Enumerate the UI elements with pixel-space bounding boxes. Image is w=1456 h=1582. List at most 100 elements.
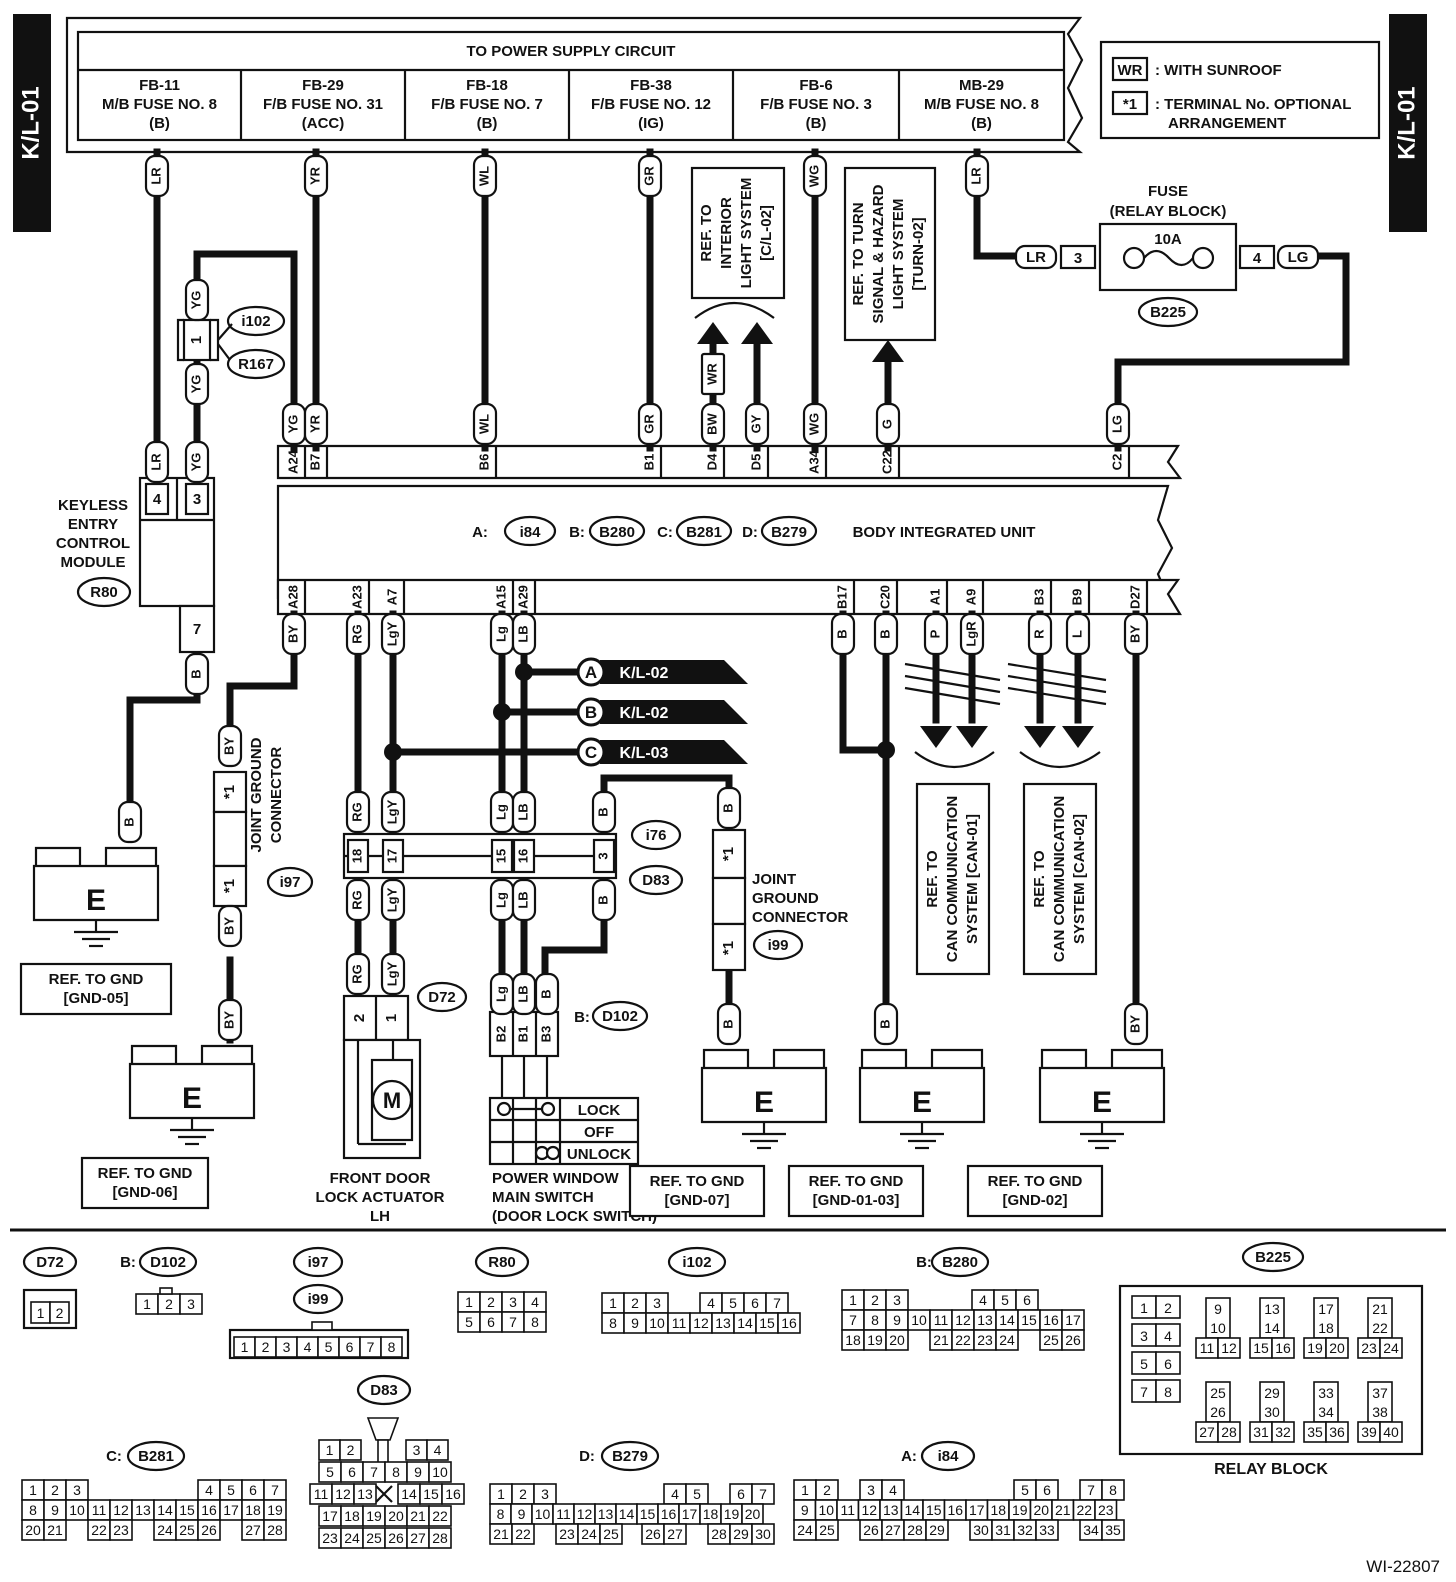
wire-biu-bot-10-text: L [1069, 630, 1084, 638]
conn-view-i102-pin-7: 7 [773, 1295, 781, 1311]
wire-i76-bot-0-text: RG [349, 890, 364, 910]
wire-jgc2-top: B [716, 786, 742, 830]
conn-view-d83-pin-11: 11 [314, 1486, 329, 1502]
conn-view-d72-pin-1: 1 [37, 1305, 45, 1321]
conn-view-i84-pin-3: 3 [867, 1482, 875, 1498]
conn-view-b280-pin-25: 25 [1043, 1332, 1059, 1348]
pwsw-pin-b3: B3 [538, 1026, 553, 1043]
conn-view-d83-pin-2: 2 [347, 1442, 355, 1458]
conn-view-i84-pin-15: 15 [926, 1502, 942, 1518]
conn-view-i102-pin-3: 3 [653, 1295, 661, 1311]
conn-view-i84-pin-11: 11 [840, 1502, 855, 1518]
conn-view-b225-pin-7: 7 [1140, 1384, 1148, 1400]
wire-actuator-1: LgY [380, 952, 406, 996]
biu-top-pin-D4: D4 [704, 453, 719, 470]
pwsw-conn-prefix: B: [574, 1009, 590, 1026]
conn-view-i84-pin-26: 26 [863, 1522, 879, 1538]
fuse-2-name: F/B FUSE NO. 7 [431, 96, 543, 113]
wire-top-2: WL [472, 154, 498, 198]
conn-view-b225-pin-19: 19 [1307, 1340, 1323, 1356]
conn-view-b279-pin-23: 23 [559, 1526, 575, 1542]
fuse-3-supply: (IG) [638, 115, 664, 132]
front-door-lock-actuator: 2 1 M D72 FRONT DOOR LOCK ACTUATOR LH [316, 981, 468, 1225]
conn-view-b279-pin-18: 18 [703, 1506, 719, 1522]
wire-biu-bot-7: P [923, 612, 949, 656]
conn-view-i84-pin-33: 33 [1039, 1522, 1055, 1538]
fuse-5-supply: (B) [971, 115, 992, 132]
pwsw-row-off: OFF [584, 1124, 614, 1141]
actuator-pin-2: 2 [351, 1014, 368, 1022]
conn-view-b281-pin-9: 9 [51, 1502, 59, 1518]
ground-0-letter: E [86, 884, 106, 917]
conn-view-b281-pin-21: 21 [47, 1522, 63, 1538]
conn-view-i84-pin-18: 18 [990, 1502, 1006, 1518]
conn-view-i102-pin-16: 16 [781, 1315, 797, 1331]
wire-biu-top-7: G [875, 402, 901, 446]
conn-view-b281-pin-17: 17 [223, 1502, 239, 1518]
conn-view-i84-pin-31: 31 [995, 1522, 1011, 1538]
jgc2-star-bot: *1 [720, 941, 737, 955]
conn-view-d83-pin-21: 21 [410, 1508, 426, 1524]
conn-view-d102-pin-1: 1 [143, 1296, 151, 1312]
conn-view-i84-pin-27: 27 [885, 1522, 901, 1538]
relay-fuse-pin-r: 4 [1253, 250, 1262, 267]
conn-view-i102-pin-11: 11 [672, 1315, 687, 1331]
i102-connector: 1 i102 R167 [176, 305, 286, 380]
wire-keyless-lr-text: LR [148, 453, 163, 471]
fuse-5-name: M/B FUSE NO. 8 [924, 96, 1039, 113]
joint-ground-connector-i99: *1 *1 JOINT GROUND CONNECTOR i99 [711, 828, 849, 972]
biu-c-prefix: C: [657, 524, 673, 541]
wire-i76-top-0-text: RG [349, 802, 364, 822]
jgc2-label-1: JOINT [752, 871, 796, 888]
conn-view-b225-pin-32: 32 [1275, 1424, 1291, 1440]
wire-i76-bot-3-text: LB [515, 891, 530, 908]
side-tag-right-text: K/L-01 [1393, 86, 1420, 159]
conn-view-i84-pin-32: 32 [1017, 1522, 1033, 1538]
conn-view-b281-pin-11: 11 [92, 1502, 107, 1518]
conn-view-b225-pin-40: 40 [1383, 1424, 1399, 1440]
side-tag-left: K/L-01 [13, 14, 51, 232]
conn-view-b280-pin-8: 8 [871, 1312, 879, 1328]
conn-view-i84-pin-12: 12 [861, 1502, 877, 1518]
conn-view-r80-pin-8: 8 [531, 1314, 539, 1330]
wire-i76-bot-4-text: B [595, 895, 610, 904]
conn-view-b225-pin-6: 6 [1164, 1356, 1172, 1372]
conn-view-b279-pin-25: 25 [603, 1526, 619, 1542]
conn-view-d83-pin-1: 1 [326, 1442, 334, 1458]
conn-view-b280-pin-10: 10 [911, 1312, 927, 1328]
power-supply-block: TO POWER SUPPLY CIRCUIT FB-11M/B FUSE NO… [65, 16, 1084, 154]
arrow-tag-B-letter: B [585, 703, 597, 722]
conn-view-i102-pin-6: 6 [751, 1295, 759, 1311]
conn-view-d83-pin-17: 17 [322, 1508, 338, 1524]
conn-view-d83-pin-26: 26 [388, 1530, 404, 1546]
conn-view-b225-pin-22: 22 [1372, 1320, 1388, 1336]
conn-view-b279-pin-30: 30 [755, 1526, 771, 1542]
conn-view-d83-pin-25: 25 [366, 1530, 382, 1546]
ground-2-letter: E [754, 1086, 774, 1119]
power-window-main-switch: B2 B1 B3 B: D102 LOCK OFF UNLOCK POWER W… [488, 1000, 657, 1225]
conn-view-d83-pin-5: 5 [326, 1464, 334, 1480]
conn-view-d83-pin-3: 3 [413, 1442, 421, 1458]
conn-view-b280-pin-26: 26 [1065, 1332, 1081, 1348]
ground-1-ref-2: [GND-06] [112, 1184, 177, 1201]
conn-view-i102-pin-4: 4 [707, 1295, 715, 1311]
legend-star-tag: *1 [1123, 96, 1137, 113]
conn-view-r80-pin-6: 6 [487, 1314, 495, 1330]
pwsw-row-lock: LOCK [578, 1102, 621, 1119]
conn-view-b225-pin-29: 29 [1264, 1385, 1280, 1401]
wire-jgc1-top: BY [217, 724, 243, 768]
side-tag-left-text: K/L-01 [17, 86, 44, 159]
conn-view-b225-pin-16: 16 [1275, 1340, 1291, 1356]
biu-bot-pin-A15: A15 [493, 585, 508, 609]
conn-view-b281-pin-25: 25 [179, 1522, 195, 1538]
wire-top-3: GR [637, 154, 663, 198]
